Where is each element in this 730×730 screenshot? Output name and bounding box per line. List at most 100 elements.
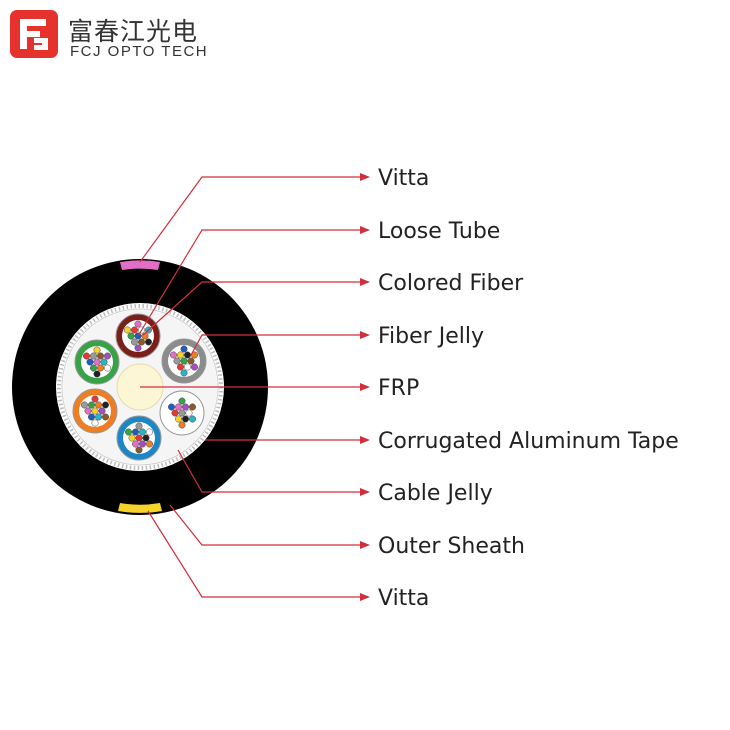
- colored-fiber: [86, 358, 94, 366]
- arrowhead-icon: [360, 436, 370, 444]
- colored-fiber: [132, 440, 139, 448]
- component-label: Loose Tube: [378, 219, 500, 244]
- colored-fiber: [95, 401, 102, 409]
- loose-tube: [161, 338, 207, 384]
- colored-fiber: [97, 352, 104, 360]
- colored-fiber: [104, 364, 111, 372]
- loose-tube: [72, 388, 118, 434]
- component-label: Vitta: [378, 166, 429, 191]
- colored-fiber: [102, 401, 109, 409]
- colored-fiber: [131, 338, 138, 346]
- colored-fiber: [177, 363, 184, 371]
- arrowhead-icon: [360, 383, 370, 391]
- colored-fiber: [185, 409, 193, 417]
- colored-fiber: [102, 413, 109, 421]
- leader-line: [142, 281, 360, 336]
- colored-fiber: [132, 428, 139, 436]
- leader-lines: [137, 173, 370, 601]
- colored-fiber: [189, 415, 196, 423]
- colored-fiber: [178, 409, 186, 417]
- colored-fiber: [88, 413, 95, 421]
- colored-fiber: [127, 332, 135, 340]
- colored-fiber: [128, 434, 136, 442]
- colored-fiber: [180, 369, 188, 377]
- component-label: Cable Jelly: [378, 481, 493, 506]
- colored-fiber: [135, 422, 143, 430]
- colored-fiber: [81, 401, 88, 409]
- leader-line: [137, 229, 360, 337]
- colored-fiber: [131, 326, 138, 334]
- colored-fiber: [182, 415, 189, 423]
- colored-fiber: [146, 428, 153, 436]
- component-label: Colored Fiber: [378, 271, 524, 296]
- component-label: Corrugated Aluminum Tape: [378, 429, 679, 454]
- colored-fiber: [125, 428, 132, 436]
- colored-fiber: [83, 352, 90, 360]
- loose-tube: [74, 339, 120, 385]
- colored-fiber: [135, 446, 143, 454]
- colored-fiber: [189, 403, 196, 411]
- colored-fiber: [170, 351, 177, 359]
- leader-line: [147, 510, 360, 598]
- colored-fiber: [177, 351, 184, 359]
- colored-fiber: [98, 407, 106, 415]
- vitta-stripe-top: [120, 260, 160, 270]
- colored-fiber: [187, 357, 195, 365]
- colored-fiber: [175, 403, 182, 411]
- colored-fiber: [84, 407, 92, 415]
- colored-fiber: [180, 357, 188, 365]
- colored-fiber: [93, 346, 101, 354]
- loose-tube: [116, 415, 162, 461]
- colored-fiber: [90, 352, 97, 360]
- colored-fiber: [168, 403, 175, 411]
- colored-fiber: [178, 397, 186, 405]
- colored-fiber: [184, 351, 191, 359]
- colored-fiber: [175, 415, 182, 423]
- colored-fiber: [146, 440, 153, 448]
- loose-tube: [159, 390, 205, 436]
- colored-fiber: [142, 434, 150, 442]
- colored-fiber: [90, 364, 97, 372]
- component-label: Outer Sheath: [378, 534, 525, 559]
- arrowhead-icon: [360, 173, 370, 181]
- component-label: Fiber Jelly: [378, 324, 484, 349]
- colored-fiber: [95, 413, 102, 421]
- colored-fiber: [93, 370, 101, 378]
- colored-fiber: [100, 358, 108, 366]
- colored-fiber: [139, 428, 146, 436]
- leader-line: [139, 176, 360, 263]
- colored-fiber: [104, 352, 111, 360]
- colored-fiber: [180, 345, 188, 353]
- arrowhead-icon: [360, 226, 370, 234]
- colored-fiber: [191, 363, 198, 371]
- leader-line: [169, 504, 360, 546]
- colored-fiber: [88, 401, 95, 409]
- colored-fiber: [139, 440, 146, 448]
- arrowhead-icon: [360, 331, 370, 339]
- colored-fiber: [91, 419, 99, 427]
- colored-fiber: [93, 358, 101, 366]
- vitta-stripe-bottom: [118, 503, 162, 513]
- colored-fiber: [135, 434, 143, 442]
- colored-fiber: [173, 357, 181, 365]
- leader-line: [177, 449, 360, 493]
- colored-fiber: [134, 320, 142, 328]
- colored-fiber: [145, 338, 152, 346]
- component-label: Vitta: [378, 586, 429, 611]
- arrowhead-icon: [360, 278, 370, 286]
- colored-fiber: [182, 403, 189, 411]
- colored-fiber: [91, 407, 99, 415]
- colored-fiber: [171, 409, 179, 417]
- logo-chinese-name: 富春江光电: [68, 17, 199, 46]
- arrowhead-icon: [360, 541, 370, 549]
- logo-english-name: FCJ OPTO TECH: [70, 43, 209, 60]
- component-label: FRP: [378, 376, 419, 401]
- company-logo: 富春江光电 FCJ OPTO TECH: [10, 10, 240, 62]
- colored-fiber: [138, 338, 145, 346]
- colored-fiber: [97, 364, 104, 372]
- leader-line: [190, 334, 360, 356]
- arrowhead-icon: [360, 593, 370, 601]
- colored-fiber: [184, 363, 191, 371]
